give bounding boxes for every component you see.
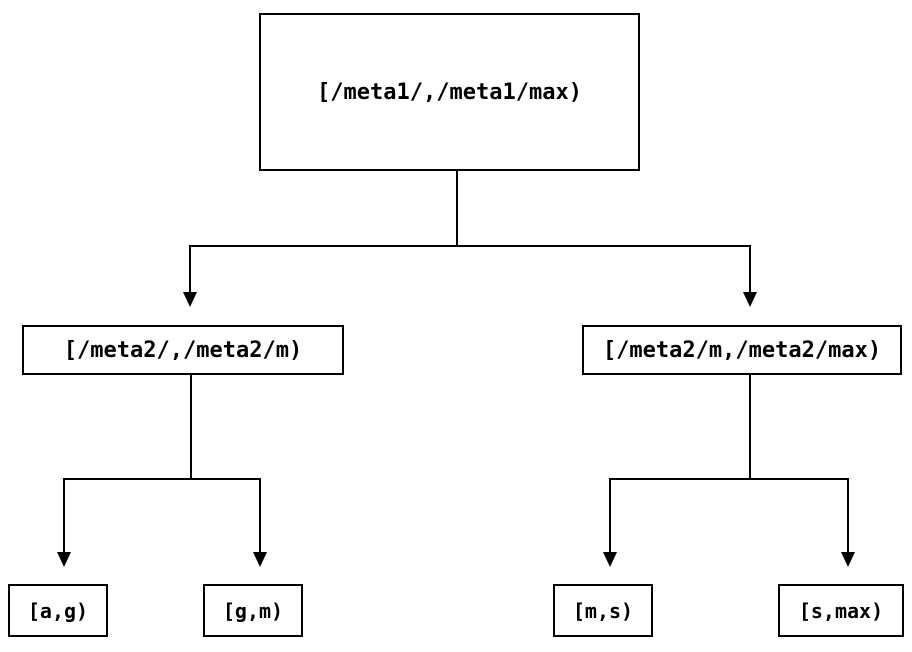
edge-level2-right-to-leaf-smax-line	[749, 375, 849, 553]
node-level2-right-label: [/meta2/m,/meta2/max)	[602, 337, 882, 363]
arrowhead-to-leaf-ms-icon	[603, 552, 617, 567]
edge-root-to-level2-left-line	[189, 171, 458, 293]
node-leaf-s-max-label: [s,max)	[798, 598, 884, 623]
edge-level2-right-to-leaf-ms-line	[609, 375, 751, 553]
node-leaf-m-s-label: [m,s)	[572, 598, 634, 623]
arrowhead-to-leaf-gm-icon	[253, 552, 267, 567]
node-leaf-g-m: [g,m)	[203, 584, 303, 637]
node-leaf-m-s: [m,s)	[553, 584, 653, 637]
edge-level2-left-to-leaf-gm-line	[190, 375, 261, 553]
edge-root-to-level2-right-line	[456, 171, 751, 293]
arrowhead-to-leaf-smax-icon	[841, 552, 855, 567]
arrowhead-to-level2-left-icon	[183, 292, 197, 307]
node-leaf-s-max: [s,max)	[778, 584, 904, 637]
node-level2-left: [/meta2/,/meta2/m)	[22, 325, 344, 375]
edge-level2-left-to-leaf-ag-line	[63, 375, 192, 553]
arrowhead-to-leaf-ag-icon	[57, 552, 71, 567]
node-root-label: [/meta1/,/meta1/max)	[317, 79, 582, 105]
node-leaf-a-g: [a,g)	[8, 584, 108, 637]
node-level2-right: [/meta2/m,/meta2/max)	[582, 325, 902, 375]
node-level2-left-label: [/meta2/,/meta2/m)	[63, 337, 303, 363]
node-leaf-g-m-label: [g,m)	[222, 598, 284, 623]
arrowhead-to-level2-right-icon	[743, 292, 757, 307]
node-leaf-a-g-label: [a,g)	[27, 598, 89, 623]
node-root: [/meta1/,/meta1/max)	[259, 13, 640, 171]
